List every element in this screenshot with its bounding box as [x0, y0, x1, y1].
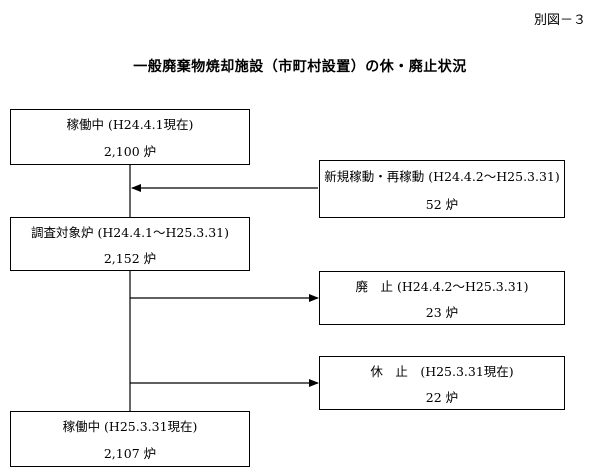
box-suspended-label: 休 止 (H25.3.31現在): [370, 363, 514, 379]
box-abolished: 廃 止 (H24.4.2～H25.3.31) 23 炉: [319, 271, 565, 325]
box-abolished-label: 廃 止 (H24.4.2～H25.3.31): [355, 278, 529, 294]
box-operating-end-value: 2,107 炉: [103, 446, 157, 461]
box-operating-end: 稼働中 (H25.3.31現在) 2,107 炉: [10, 411, 250, 467]
box-survey-target-value: 2,152 炉: [103, 250, 157, 266]
box-new-operation-label: 新規稼動・再稼動 (H24.4.2～H25.3.31): [324, 168, 560, 184]
diagram-title: 一般廃棄物焼却施設（市町村設置）の休・廃止状況: [133, 59, 467, 75]
box-suspended-value: 22 炉: [425, 389, 459, 405]
box-survey-target: 調査対象炉 (H24.4.1～H25.3.31) 2,152 炉: [10, 217, 250, 271]
figure-label: 別図－３: [533, 13, 586, 28]
box-survey-target-label: 調査対象炉 (H24.4.1～H25.3.31): [31, 224, 229, 240]
box-operating-start-label: 稼働中 (H24.4.1現在): [66, 117, 194, 132]
box-new-operation-value: 52 炉: [425, 196, 459, 212]
box-new-operation: 新規稼動・再稼動 (H24.4.2～H25.3.31) 52 炉: [319, 160, 565, 218]
box-abolished-value: 23 炉: [425, 304, 459, 320]
box-operating-end-label: 稼働中 (H25.3.31現在): [62, 419, 198, 434]
box-operating-start-value: 2,100 炉: [103, 144, 157, 159]
box-suspended: 休 止 (H25.3.31現在) 22 炉: [319, 356, 565, 410]
box-operating-start: 稼働中 (H24.4.1現在) 2,100 炉: [10, 109, 250, 165]
